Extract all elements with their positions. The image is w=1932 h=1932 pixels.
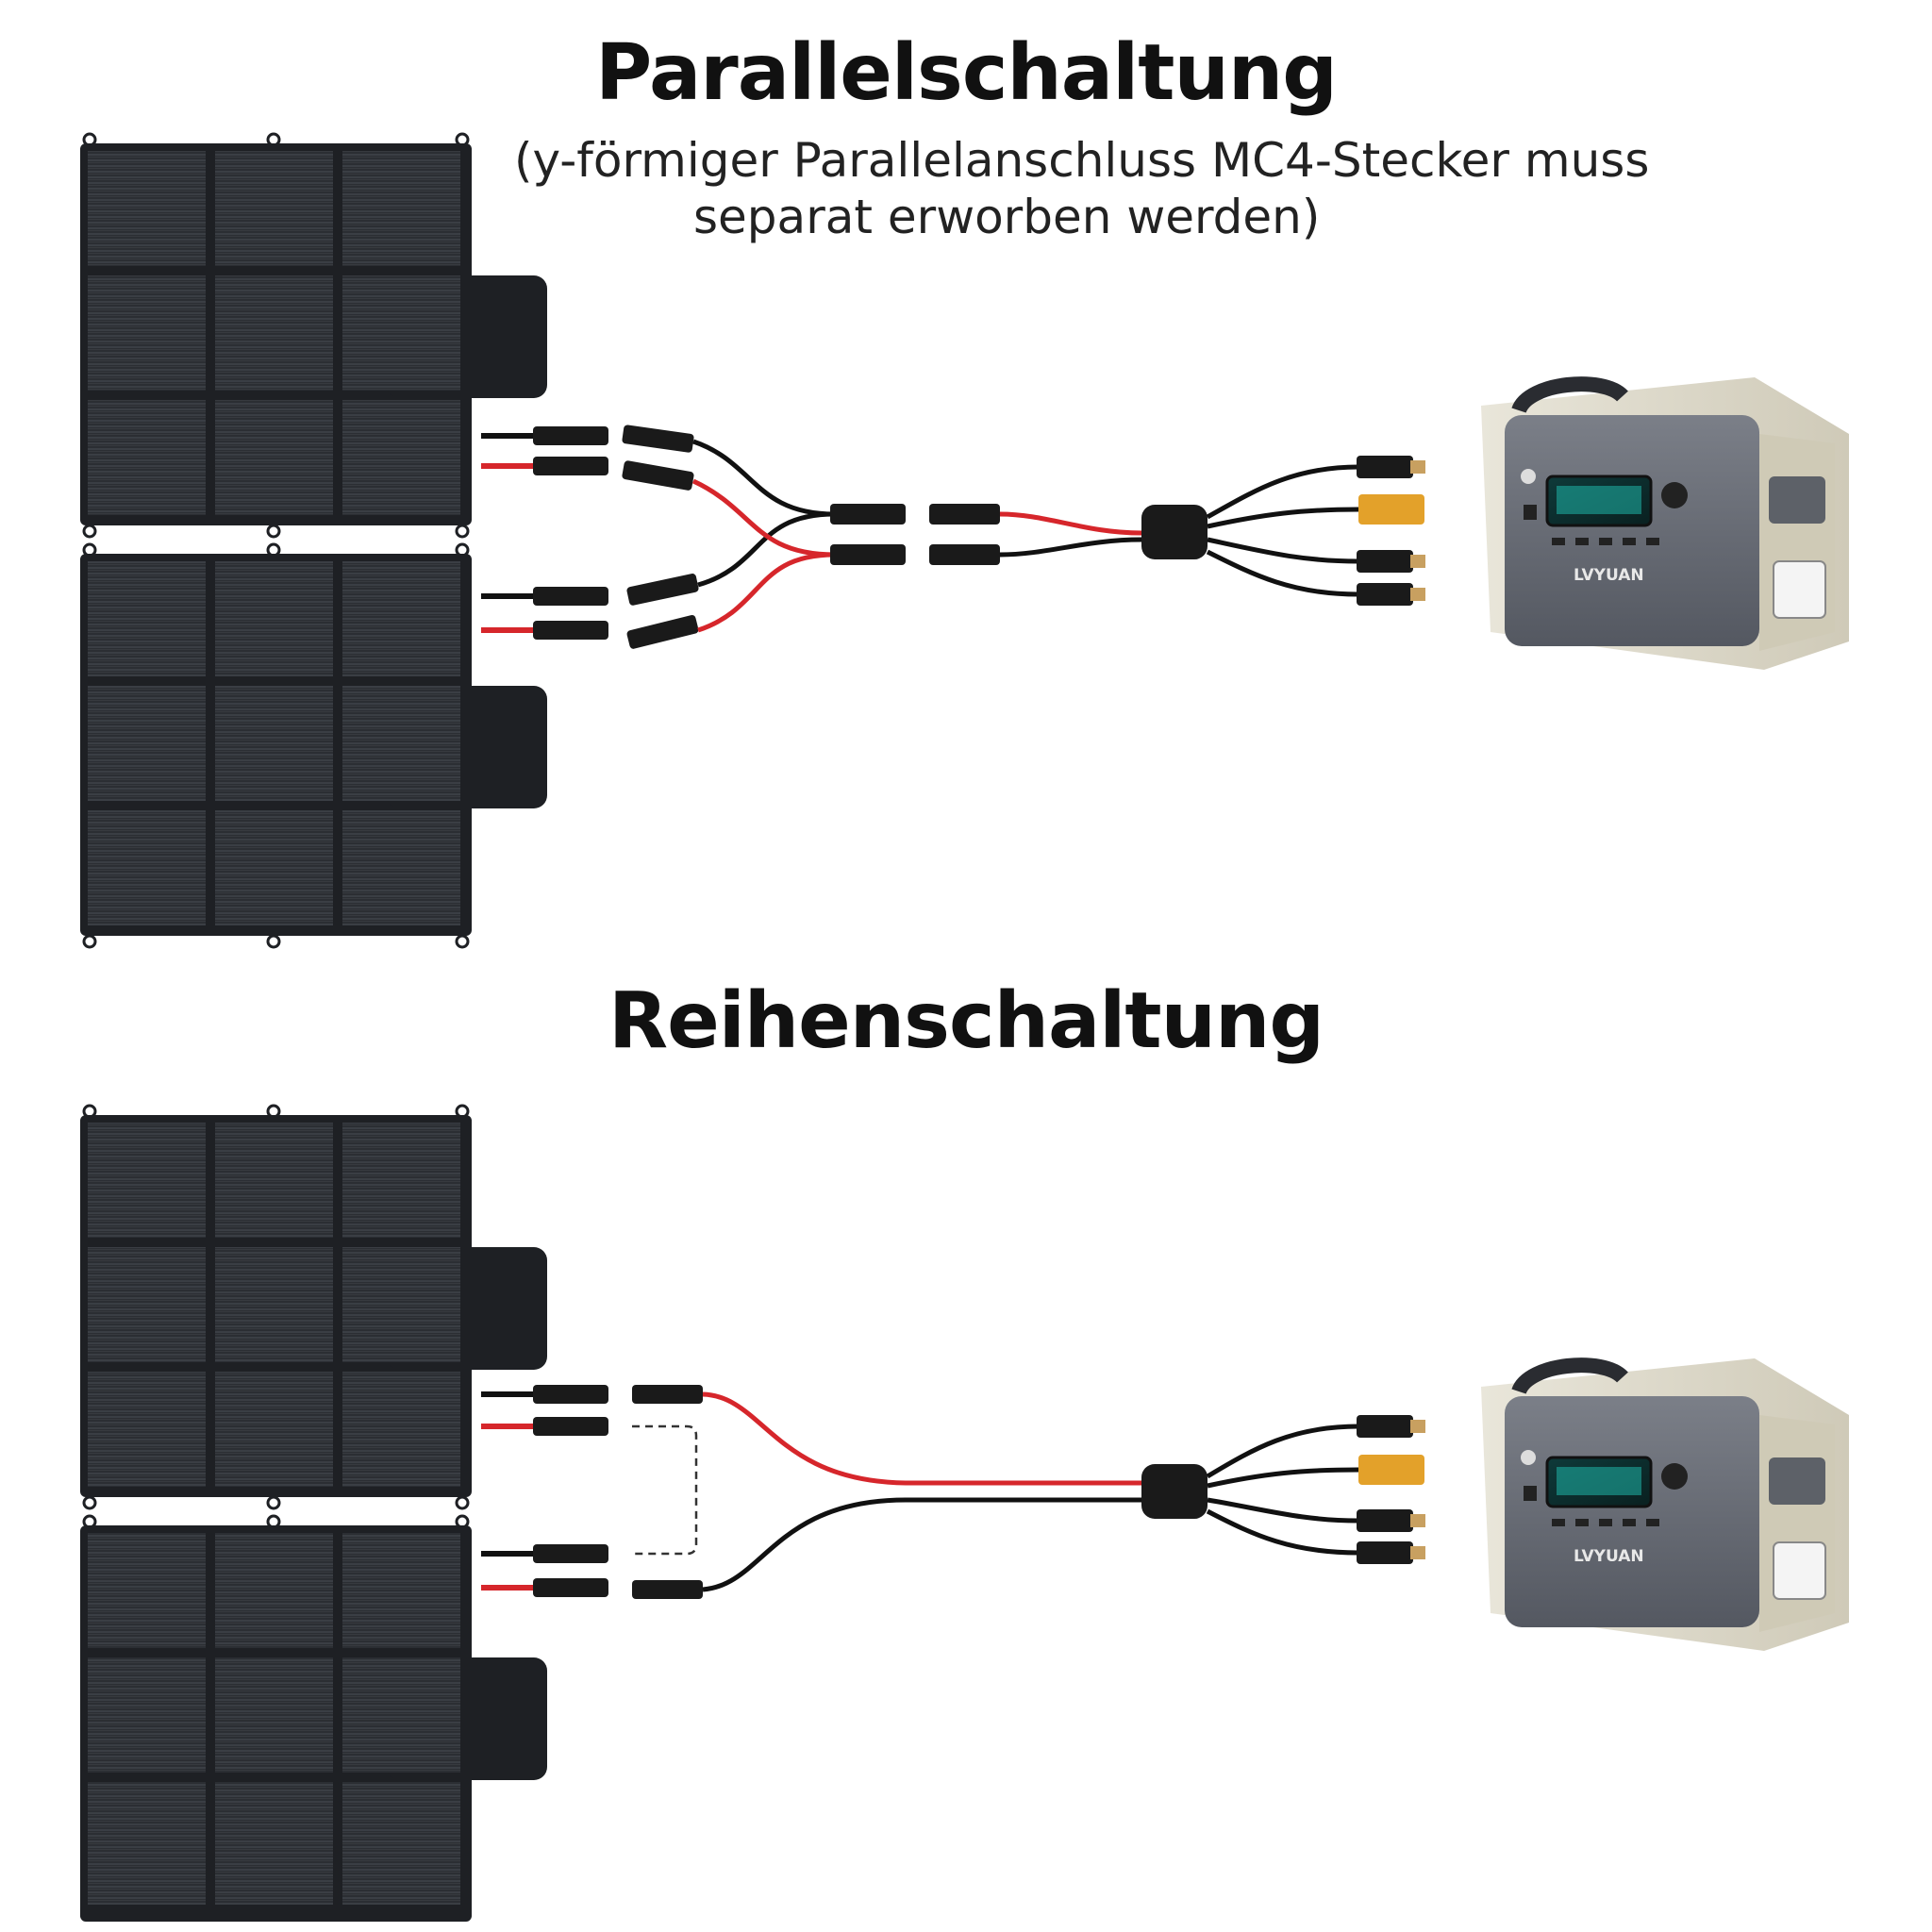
station-brand-label: LVYUAN [1574, 566, 1644, 585]
mc4-connector-icon [533, 425, 699, 649]
panel-leads [481, 433, 538, 633]
solar-panel-icon [80, 1104, 547, 1510]
series-section-title: Reihenschaltung [608, 976, 1324, 1066]
parallel-section-title: Parallelschaltung [595, 28, 1338, 118]
power-station-icon: LVYUAN [1481, 1357, 1849, 1651]
y-branch-cables [691, 439, 836, 633]
output-hub [1141, 456, 1425, 606]
solar-panel-icon [80, 542, 547, 949]
parallel-note-line-2: separat erworben werden) [693, 190, 1321, 244]
series-link [632, 1424, 698, 1556]
solar-panel-icon [80, 132, 547, 539]
panel-leads [481, 1391, 538, 1591]
output-hub [1141, 1415, 1425, 1564]
parallel-note-line-1: (y-förmiger Parallelanschluss MC4-Stecke… [514, 133, 1650, 188]
power-station-icon: LVYUAN [1481, 376, 1849, 670]
solar-panel-icon [80, 1514, 547, 1922]
station-brand-label: LVYUAN [1574, 1547, 1644, 1566]
y-branch-connector-icon [830, 504, 1000, 565]
mc4-connector-icon [533, 1385, 703, 1599]
